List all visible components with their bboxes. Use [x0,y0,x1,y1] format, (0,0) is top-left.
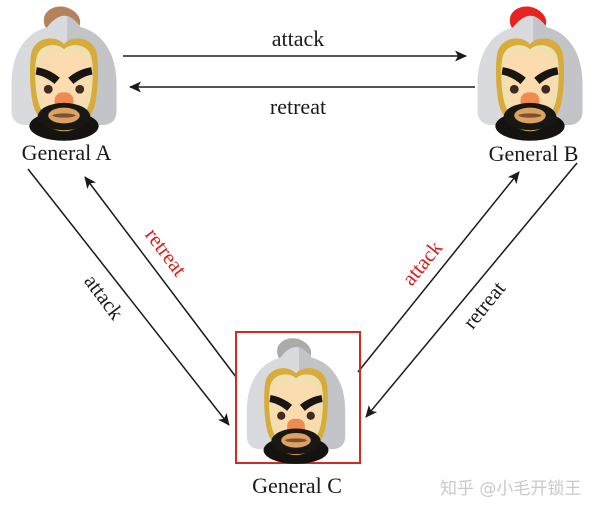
watermark: 知乎 @小毛开锁王 [440,479,582,499]
general-a-avatar [11,6,117,141]
edge-label-a-to-b: attack [271,26,325,51]
general-b-label: General B [488,141,579,166]
arrow-a-to-c [27,168,230,426]
arrow-c-to-b [357,171,520,373]
arrow-b-to-c [365,162,578,418]
edge-label-b-to-a: retreat [269,94,327,119]
general-c-label: General C [252,473,342,498]
arrow-c-to-a [84,176,237,378]
general-c-avatar [246,338,346,464]
general-a-label: General A [21,140,112,165]
general-b-avatar [477,6,583,141]
